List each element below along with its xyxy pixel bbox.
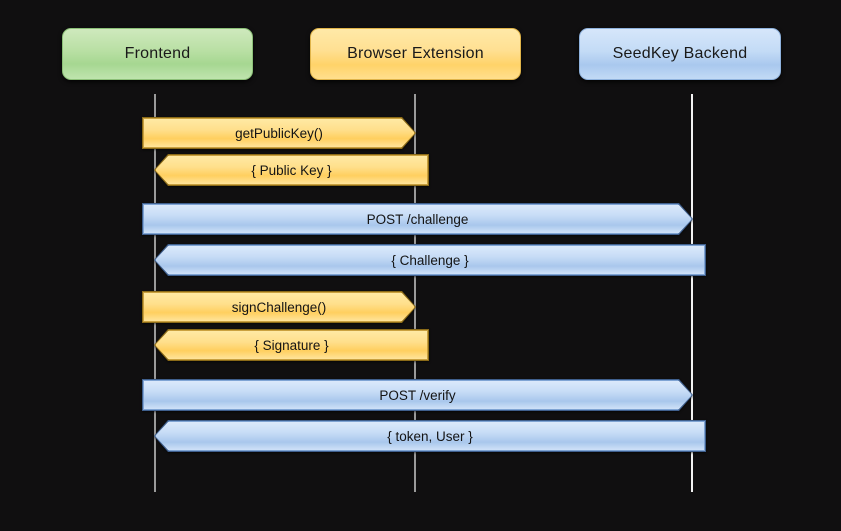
message-arrow-public-key[interactable]: { Public Key }	[154, 154, 429, 186]
arrow-body	[143, 380, 692, 410]
arrow-body	[155, 330, 428, 360]
lifeline-browser-extension	[414, 94, 416, 492]
participant-label-browser-extension: Browser Extension	[347, 45, 484, 62]
message-arrow-post-challenge[interactable]: POST /challenge	[143, 204, 692, 234]
message-arrow-signchallenge[interactable]: signChallenge()	[143, 292, 415, 322]
message-arrow-token-user[interactable]: { token, User }	[154, 420, 706, 452]
arrow-body	[143, 292, 415, 322]
message-arrow-signature[interactable]: { Signature }	[154, 329, 429, 361]
arrow-body	[155, 245, 705, 275]
lifeline-seedkey-backend	[691, 94, 693, 492]
message-arrow-getpublickey[interactable]: getPublicKey()	[143, 118, 415, 148]
participant-label-frontend: Frontend	[124, 45, 191, 62]
participant-box-frontend[interactable]: Frontend	[62, 28, 253, 80]
message-arrow-post-verify[interactable]: POST /verify	[143, 380, 692, 410]
message-arrow-challenge[interactable]: { Challenge }	[154, 244, 706, 276]
arrow-body	[155, 421, 705, 451]
arrow-body	[143, 118, 415, 148]
participant-label-seedkey-backend: SeedKey Backend	[612, 45, 748, 62]
participant-box-browser-extension[interactable]: Browser Extension	[310, 28, 521, 80]
participant-box-seedkey-backend[interactable]: SeedKey Backend	[579, 28, 781, 80]
arrow-body	[143, 204, 692, 234]
arrow-body	[155, 155, 428, 185]
